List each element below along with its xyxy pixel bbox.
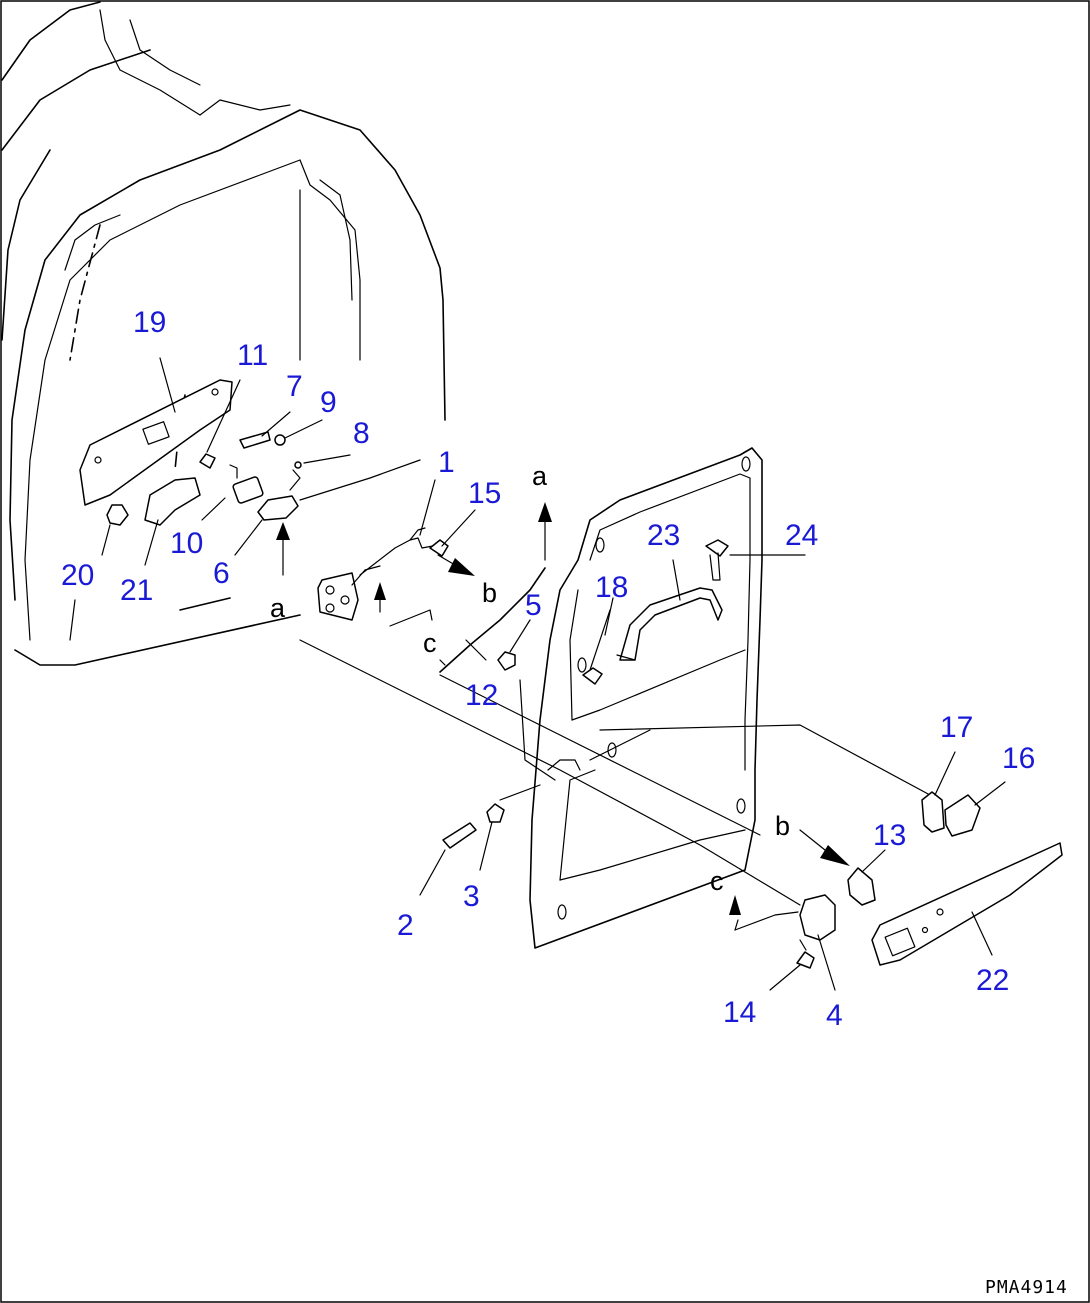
trim-panel-part-19 — [79, 379, 233, 506]
part-label-20: 20 — [61, 559, 94, 592]
nut-part-18 — [582, 667, 603, 685]
cab-outline — [1, 1, 446, 666]
part-label-10: 10 — [170, 527, 203, 560]
hinge-part-4 — [799, 894, 836, 941]
part-label-4: 4 — [826, 999, 843, 1032]
part-label-14: 14 — [723, 996, 756, 1029]
ref-label-a-left: a — [270, 593, 286, 623]
pin-part-11 — [199, 453, 216, 469]
bushing-part-14 — [796, 951, 815, 969]
ref-label-c-lower: c — [710, 866, 724, 896]
ref-label-a-right: a — [532, 461, 548, 491]
part-label-1: 1 — [438, 446, 455, 479]
cover-part-21 — [144, 477, 201, 526]
ref-label-b-lower: b — [775, 811, 790, 841]
part-label-9: 9 — [320, 386, 337, 419]
bolt-part-24 — [705, 539, 729, 557]
striker-part-13 — [847, 867, 876, 906]
part-label-3: 3 — [463, 880, 480, 913]
bolt-part-7 — [239, 431, 271, 449]
part-label-23: 23 — [647, 519, 680, 552]
part-label-2: 2 — [397, 909, 414, 942]
catch-part-16 — [944, 794, 981, 837]
lock-part-1 — [317, 572, 359, 621]
drawing-code: PMA4914 — [985, 1277, 1068, 1298]
rod-part-12 — [439, 567, 546, 673]
part-label-22: 22 — [976, 964, 1009, 997]
grip-part-23 — [619, 587, 723, 661]
ref-label-b-upper: b — [482, 578, 497, 608]
lower-parts — [299, 639, 1063, 969]
leader-lines — [101, 357, 1006, 991]
ref-label-c-upper: c — [423, 628, 437, 658]
door-panel — [529, 447, 763, 949]
screw-part-8 — [294, 461, 302, 469]
part-label-16: 16 — [1002, 742, 1035, 775]
bolt-part-2 — [442, 822, 477, 849]
reference-arrows — [276, 502, 850, 915]
latch-part-6 — [257, 495, 299, 521]
part-label-15: 15 — [468, 477, 501, 510]
trim-part-22 — [871, 842, 1063, 966]
plate-part-17 — [921, 791, 945, 833]
part-label-8: 8 — [353, 417, 370, 450]
reference-letter-labels: a a b b c c — [270, 461, 790, 896]
part-label-5: 5 — [525, 589, 542, 622]
part-label-12: 12 — [465, 679, 498, 712]
part-label-24: 24 — [785, 519, 818, 552]
door-lock-assembly — [79, 379, 546, 673]
clip-part-20 — [106, 504, 129, 526]
nut-part-3 — [486, 803, 505, 823]
part-label-13: 13 — [873, 819, 906, 852]
part-label-11: 11 — [237, 339, 268, 372]
nut-part-5 — [497, 651, 516, 671]
part-label-18: 18 — [595, 571, 628, 604]
bracket-part-10 — [232, 476, 264, 504]
part-label-6: 6 — [213, 557, 230, 590]
part-label-19: 19 — [133, 306, 166, 339]
part-number-labels: 1 2 3 4 5 6 7 8 9 10 11 12 13 14 15 16 1… — [61, 306, 1035, 1032]
washer-part-9 — [274, 434, 286, 446]
part-label-7: 7 — [286, 370, 303, 403]
part-label-17: 17 — [940, 711, 973, 744]
part-label-21: 21 — [120, 574, 153, 607]
